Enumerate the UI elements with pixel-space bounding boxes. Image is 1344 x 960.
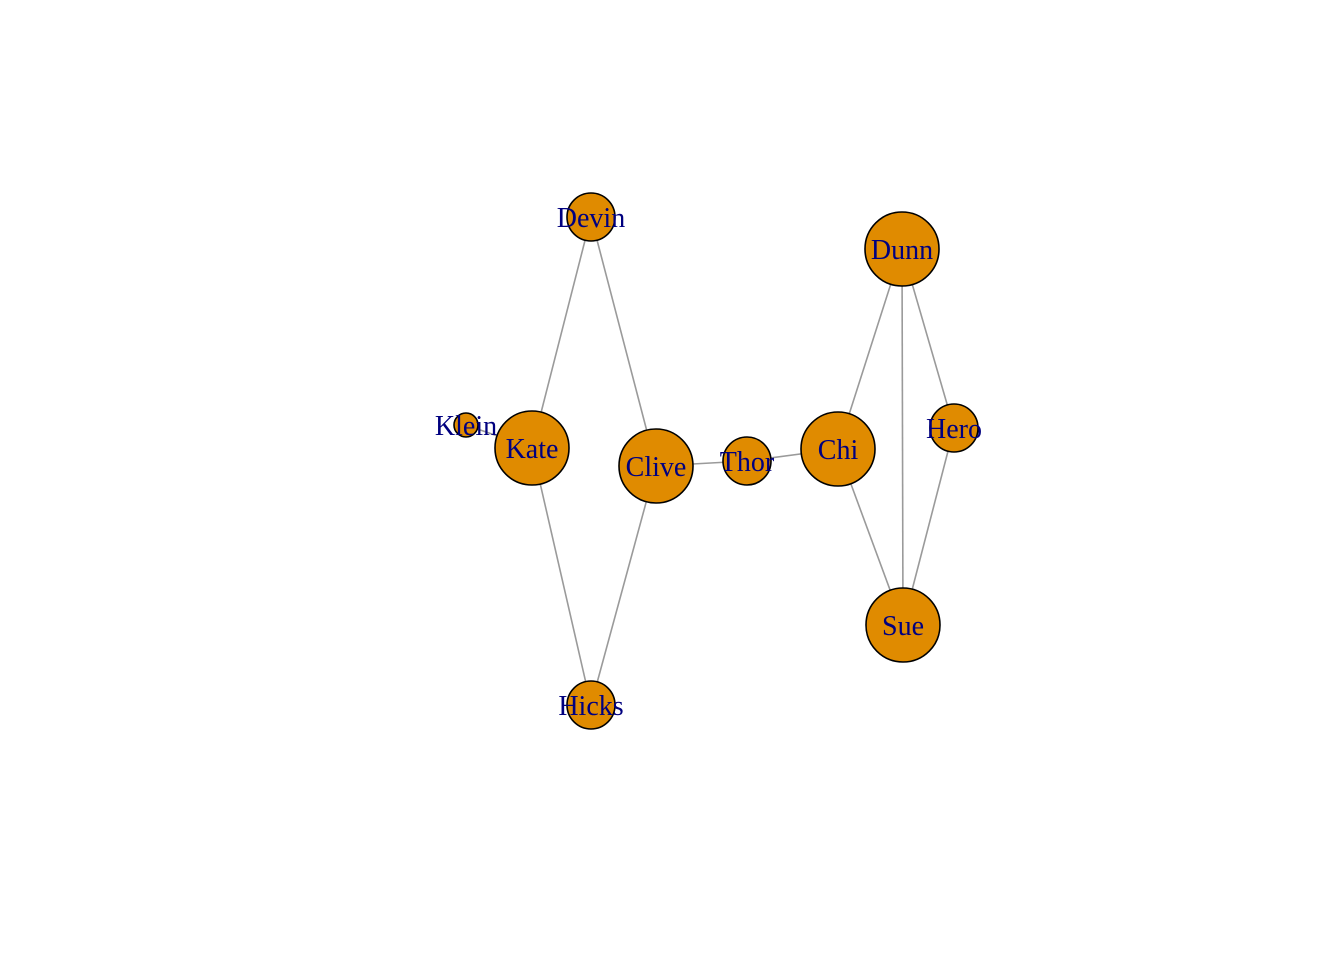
node-label-thor: Thor — [720, 447, 775, 478]
node-sue — [865, 587, 941, 663]
edge-clive-hicks — [590, 465, 657, 706]
node-hero — [929, 403, 979, 453]
edge-dunn-sue — [901, 248, 904, 626]
node-label-sue: Sue — [882, 611, 924, 642]
node-dunn — [864, 211, 940, 287]
node-label-kate: Kate — [506, 434, 559, 465]
node-kate — [494, 410, 570, 486]
edge-devin-clive — [590, 216, 657, 467]
node-label-devin: Devin — [557, 203, 625, 234]
nodes — [453, 192, 979, 730]
edge-devin-kate — [531, 216, 592, 449]
node-label-dunn: Dunn — [871, 235, 933, 266]
edge-kate-hicks — [531, 447, 592, 706]
node-klein — [453, 412, 479, 438]
node-label-chi: Chi — [818, 435, 859, 466]
node-clive — [618, 428, 694, 504]
node-label-hicks: Hicks — [558, 691, 623, 722]
node-devin — [566, 192, 616, 242]
node-label-klein: Klein — [435, 411, 497, 442]
node-chi — [800, 411, 876, 487]
node-hicks — [566, 680, 616, 730]
node-thor — [722, 436, 772, 486]
node-label-clive: Clive — [626, 452, 687, 483]
node-label-hero: Hero — [926, 414, 982, 445]
